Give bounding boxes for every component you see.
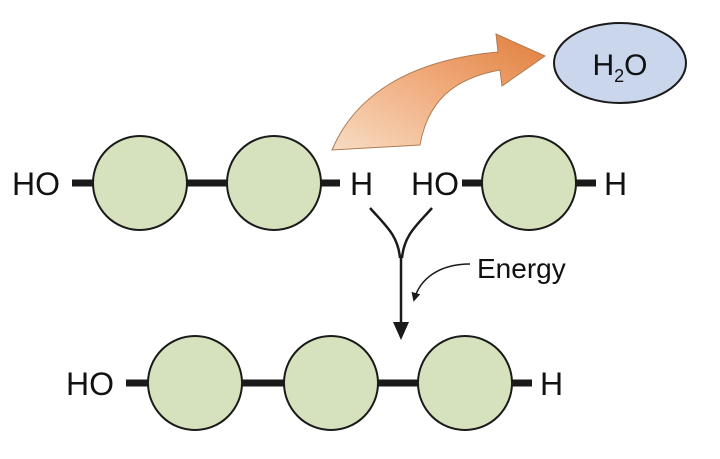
reaction-arrow [369,207,433,340]
energy-label: Energy [477,253,566,284]
monomer-circle [417,335,513,431]
monomer-circle [92,135,188,231]
hydrogen-label: H [350,166,373,202]
hydroxyl-label: HO [66,366,114,402]
water-release-arrow [331,33,547,151]
converge-left-line [369,207,402,259]
top-left-chain: HO H [12,135,373,231]
hydroxyl-label: HO [411,166,459,202]
energy-pointer [411,263,471,302]
monomer-circle [481,135,577,231]
energy-annotation: Energy [411,253,566,302]
bottom-chain: HO H [66,335,563,431]
water-molecule: H2O [553,22,687,104]
water-formula: H2O [592,49,647,86]
monomer-circle [283,335,379,431]
top-right-monomer: HO H [411,135,627,231]
converge-right-line [400,207,433,259]
hydroxyl-label: HO [12,166,60,202]
hydrogen-label: H [604,166,627,202]
down-arrow-head [393,322,409,340]
monomer-circle [226,135,322,231]
hydrogen-label: H [540,366,563,402]
water-ellipse [553,22,687,104]
monomer-circle [147,335,243,431]
